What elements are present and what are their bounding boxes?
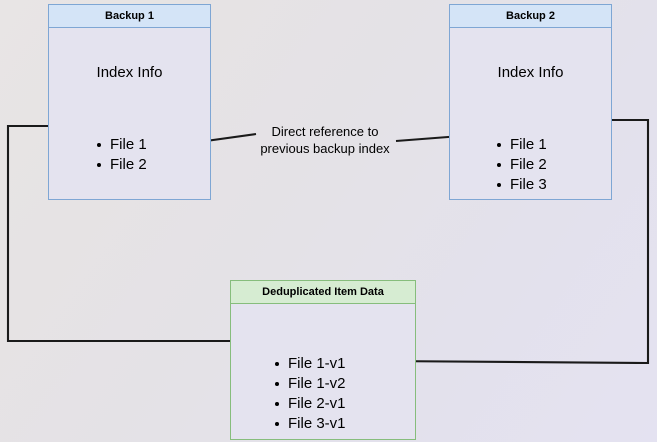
file-label: File 2 (510, 156, 547, 173)
list-item: File 1 (497, 135, 547, 155)
list-item: File 1-v1 (275, 354, 346, 374)
list-item: File 1 (97, 135, 147, 155)
file-label: File 1 (510, 136, 547, 153)
file-label: File 1 (110, 136, 147, 153)
caption-line-2: previous backup index (260, 141, 390, 156)
list-item: File 3 (497, 175, 547, 195)
list-item: File 2 (497, 155, 547, 175)
bullet-icon (275, 402, 279, 406)
dedup-item-label: File 2-v1 (288, 395, 346, 412)
backup1-subtitle: Index Info (96, 64, 163, 81)
backup2-file-list: File 1 File 2 File 3 (497, 135, 547, 195)
dedup-item-list: File 1-v1 File 1-v2 File 2-v1 File 3-v1 (275, 354, 346, 434)
list-item: File 1-v2 (275, 374, 346, 394)
backup1-file-list: File 1 File 2 (97, 135, 147, 175)
dedup-box: Deduplicated Item Data File 1-v1 File 1-… (230, 280, 416, 440)
direct-reference-caption: Direct reference to previous backup inde… (245, 123, 405, 157)
backup2-subtitle: Index Info (497, 64, 564, 81)
backup1-body: Index Info File 1 File 2 (48, 28, 211, 200)
backup2-box: Backup 2 Index Info File 1 File 2 File 3 (449, 4, 612, 200)
backup2-body: Index Info File 1 File 2 File 3 (449, 28, 612, 200)
file-label: File 2 (110, 156, 147, 173)
backup2-title: Backup 2 (449, 4, 612, 28)
bullet-icon (497, 183, 501, 187)
dedup-item-label: File 3-v1 (288, 415, 346, 432)
dedup-item-label: File 1-v1 (288, 355, 346, 372)
backup1-title: Backup 1 (48, 4, 211, 28)
list-item: File 3-v1 (275, 414, 346, 434)
list-item: File 2 (97, 155, 147, 175)
bullet-icon (497, 143, 501, 147)
dedup-body: File 1-v1 File 1-v2 File 2-v1 File 3-v1 (230, 304, 416, 440)
bullet-icon (275, 422, 279, 426)
bullet-icon (97, 143, 101, 147)
bullet-icon (275, 362, 279, 366)
backup1-box: Backup 1 Index Info File 1 File 2 (48, 4, 211, 200)
bullet-icon (497, 163, 501, 167)
bullet-icon (275, 382, 279, 386)
list-item: File 2-v1 (275, 394, 346, 414)
dedup-item-label: File 1-v2 (288, 375, 346, 392)
file-label: File 3 (510, 176, 547, 193)
bullet-icon (97, 163, 101, 167)
caption-line-1: Direct reference to (271, 124, 379, 139)
dedup-title: Deduplicated Item Data (230, 280, 416, 304)
